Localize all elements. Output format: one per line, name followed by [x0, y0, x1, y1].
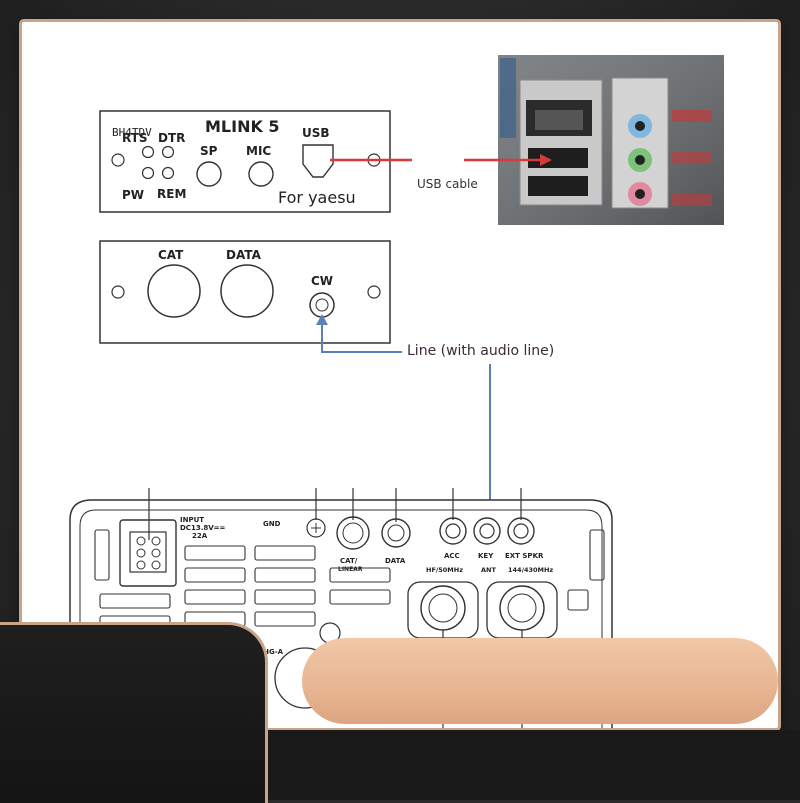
usb-port-lower	[528, 176, 588, 196]
rear-mount-hole-left	[111, 285, 125, 299]
label-usb: USB	[302, 126, 330, 140]
label-cat: CAT	[158, 248, 184, 262]
jack-key	[473, 517, 501, 545]
diagram-card: BH4TDV RTS DTR MLINK 5 USB SP MIC PW REM…	[22, 22, 778, 728]
led-dtr	[161, 145, 175, 159]
label-ant: ANT	[481, 566, 496, 574]
label-gnd: GND	[263, 520, 281, 528]
audio-line-arrow-up	[316, 314, 328, 325]
rear-mount-hole-right	[367, 285, 381, 299]
jack-sp	[196, 161, 222, 187]
label-input-spec-1: DC13.8V==	[180, 524, 226, 532]
jack-acc	[439, 517, 467, 545]
mlink-maker-text: BH4TDV	[112, 126, 152, 139]
label-radio-cat: CAT/	[340, 557, 358, 565]
jack-ext-spkr	[507, 517, 535, 545]
pc-photo-red-mark-3	[672, 194, 712, 206]
label-ant-vhf: 144/430MHz	[508, 566, 553, 574]
pc-photo-red-mark-2	[672, 152, 712, 164]
decorative-pill	[302, 638, 778, 724]
mlink-front-outline	[99, 110, 391, 213]
label-key: KEY	[478, 552, 494, 560]
pc-rear-io-photo	[498, 55, 724, 225]
radio-cat-din	[336, 516, 370, 550]
usb-cable-arrow	[540, 154, 552, 166]
label-sp: SP	[200, 144, 218, 158]
mlink-front-panel: BH4TDV RTS DTR MLINK 5 USB SP MIC PW REM…	[99, 110, 391, 213]
label-pw: PW	[122, 188, 144, 202]
audio-jack-line-out-hole	[635, 155, 645, 165]
audio-line-caption: Line (with audio line)	[407, 343, 555, 359]
audio-line-left	[321, 318, 402, 353]
label-input-spec-2: 22A	[192, 532, 208, 540]
label-rem: REM	[157, 187, 186, 201]
led-rem	[161, 166, 175, 180]
label-acc: ACC	[444, 552, 460, 560]
gnd-screw	[306, 518, 326, 538]
radio-inner-outline	[79, 509, 603, 728]
jack-mic	[248, 161, 274, 187]
label-data: DATA	[226, 248, 262, 262]
power-connector-frame	[119, 519, 177, 587]
jack-cw-inner	[315, 298, 329, 312]
label-radio-data: DATA	[385, 557, 406, 565]
label-ant-hf: HF/50MHz	[426, 566, 463, 574]
audio-jack-line-in-hole	[635, 121, 645, 131]
label-chg: CHG-A	[258, 648, 284, 656]
din-port-data	[220, 264, 274, 318]
mlink-title: MLINK 5	[205, 117, 280, 136]
vent-slots	[94, 529, 605, 631]
rj45-inner	[535, 110, 583, 130]
pc-photo-red-mark-1	[672, 110, 712, 122]
led-rts	[141, 145, 155, 159]
label-ext-spkr: EXT SPKR	[505, 552, 544, 560]
usb-cable-caption: USB cable	[417, 177, 478, 191]
usb-b-port	[302, 144, 334, 178]
label-rts: RTS	[122, 131, 148, 145]
mlink-subtitle: For yaesu	[278, 188, 356, 207]
bottom-left-dark-panel	[0, 622, 268, 803]
label-dtr: DTR	[158, 131, 185, 145]
din-port-cat	[147, 264, 201, 318]
power-connector	[129, 531, 167, 573]
pc-photo-board-edge	[500, 58, 516, 138]
label-input: INPUT	[180, 516, 204, 524]
radio-data-din	[381, 518, 411, 548]
label-radio-linear: LINEAR	[338, 566, 363, 573]
label-cw: CW	[311, 274, 333, 288]
usb-port-upper	[528, 148, 588, 168]
led-pw	[141, 166, 155, 180]
audio-jack-mic-hole	[635, 189, 645, 199]
label-mic: MIC	[246, 144, 271, 158]
connection-lines	[316, 154, 552, 527]
mount-hole-left	[111, 153, 125, 167]
mlink-rear-panel: CAT DATA CW	[99, 240, 391, 344]
